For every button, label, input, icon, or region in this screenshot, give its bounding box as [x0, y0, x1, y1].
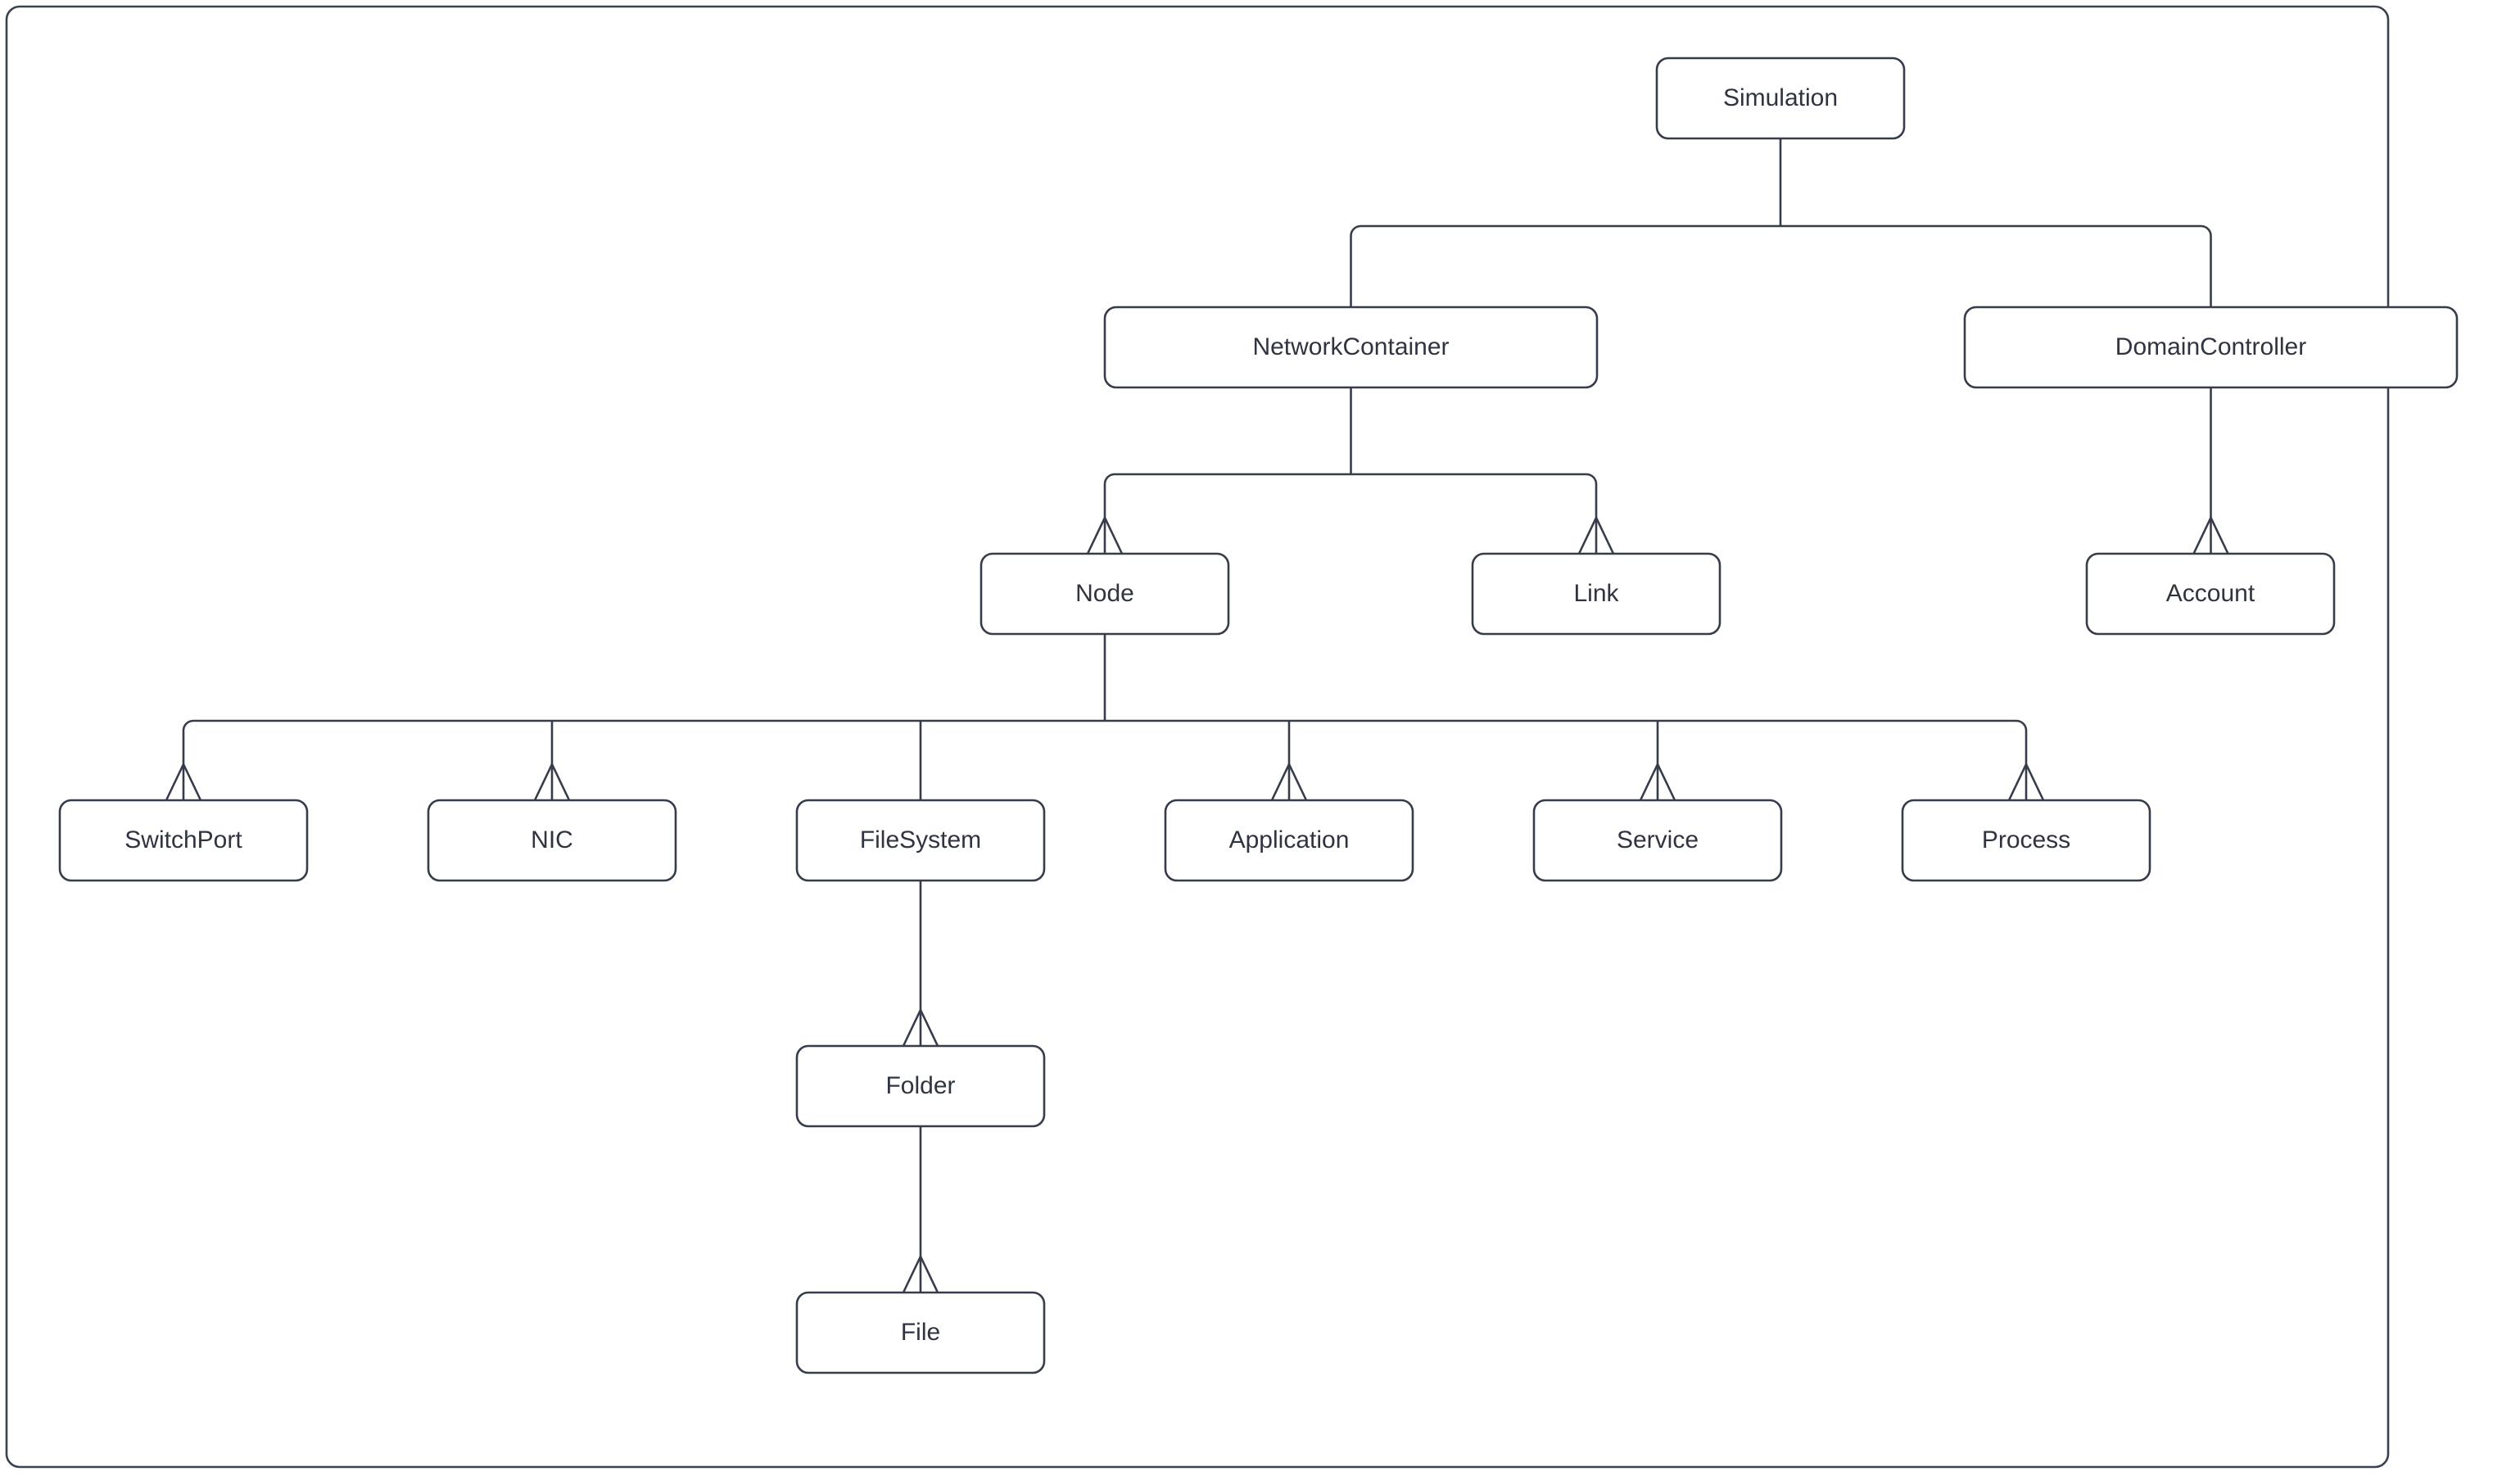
- class-node-node[interactable]: Node: [979, 552, 1230, 636]
- class-node-simulation[interactable]: Simulation: [1655, 57, 1906, 140]
- class-node-networkcontainer[interactable]: NetworkContainer: [1103, 306, 1599, 389]
- class-box-switchport[interactable]: [58, 799, 309, 882]
- class-node-service[interactable]: Service: [1532, 799, 1783, 882]
- inheritance-arrow-nic: [533, 761, 571, 801]
- class-box-node[interactable]: [979, 552, 1230, 636]
- class-box-nic[interactable]: [427, 799, 677, 882]
- class-node-filesystem[interactable]: FileSystem: [795, 799, 1046, 882]
- class-node-switchport[interactable]: SwitchPort: [58, 799, 309, 882]
- inheritance-arrow-link: [1577, 514, 1615, 555]
- edge-bus-node: [182, 719, 2028, 731]
- edges-layer: [165, 138, 2229, 1293]
- class-node-application[interactable]: Application: [1164, 799, 1414, 882]
- class-box-application[interactable]: [1164, 799, 1414, 882]
- canvas-frame: [5, 5, 2390, 1469]
- class-box-networkcontainer[interactable]: [1103, 306, 1599, 389]
- class-node-nic[interactable]: NIC: [427, 799, 677, 882]
- class-box-simulation[interactable]: [1655, 57, 1906, 140]
- class-box-account[interactable]: [2085, 552, 2336, 636]
- class-box-link[interactable]: [1471, 552, 1721, 636]
- class-node-folder[interactable]: Folder: [795, 1044, 1046, 1128]
- class-node-process[interactable]: Process: [1901, 799, 2151, 882]
- edge-bus-networkcontainer: [1103, 473, 1598, 485]
- class-box-filesystem[interactable]: [795, 799, 1046, 882]
- class-node-file[interactable]: File: [795, 1291, 1046, 1374]
- inheritance-arrow-process: [2007, 761, 2045, 801]
- inheritance-arrow-account: [2192, 514, 2229, 555]
- class-box-service[interactable]: [1532, 799, 1783, 882]
- inheritance-arrow-switchport: [165, 761, 202, 801]
- inheritance-arrow-file: [902, 1253, 939, 1293]
- class-box-domaincontroller[interactable]: [1963, 306, 2459, 389]
- inheritance-arrow-service: [1639, 761, 1676, 801]
- class-box-file[interactable]: [795, 1291, 1046, 1374]
- edge-bus-simulation: [1350, 224, 2212, 237]
- inheritance-arrow-node: [1086, 514, 1124, 555]
- class-node-link[interactable]: Link: [1471, 552, 1721, 636]
- inheritance-arrow-folder: [902, 1007, 939, 1047]
- inheritance-arrow-application: [1270, 761, 1308, 801]
- class-box-folder[interactable]: [795, 1044, 1046, 1128]
- class-node-domaincontroller[interactable]: DomainController: [1963, 306, 2459, 389]
- class-node-account[interactable]: Account: [2085, 552, 2336, 636]
- class-box-process[interactable]: [1901, 799, 2151, 882]
